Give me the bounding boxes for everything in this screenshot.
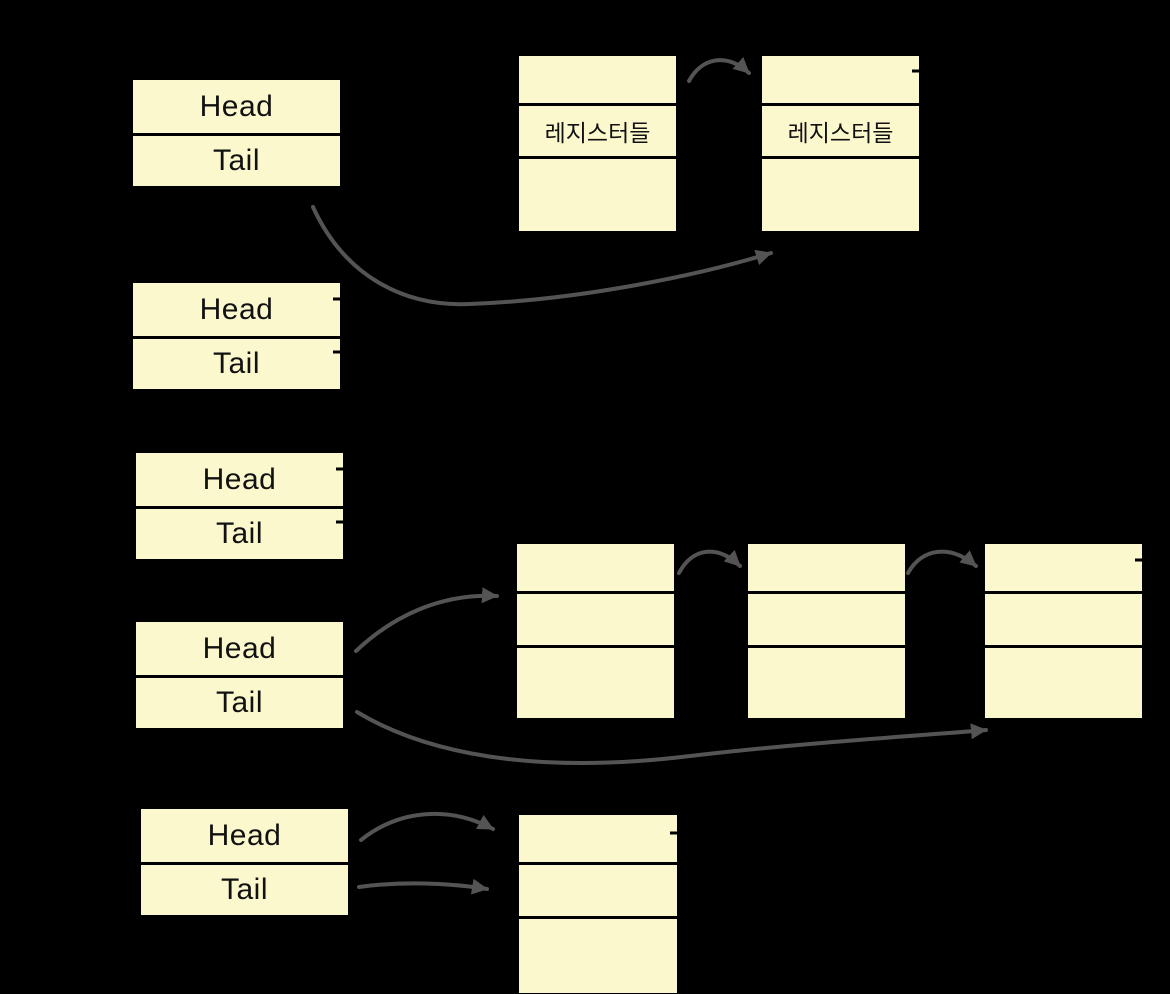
head-tail-box-2: Head Tail bbox=[133, 283, 340, 389]
empty-cell bbox=[519, 156, 676, 231]
list-node-2 bbox=[748, 544, 905, 718]
head-cell: Head bbox=[207, 818, 282, 852]
head-cell: Head bbox=[202, 631, 277, 665]
arrow-register1-to-register2 bbox=[687, 56, 751, 83]
empty-cell bbox=[985, 645, 1142, 718]
head-tail-box-3: Head Tail bbox=[136, 453, 343, 559]
arrow-list4-tail-to-node3 bbox=[355, 710, 988, 765]
tail-cell: Tail bbox=[136, 675, 343, 728]
tail-cell: Tail bbox=[141, 862, 348, 915]
empty-cell bbox=[985, 544, 1142, 591]
empty-cell bbox=[748, 591, 905, 645]
arrow-node2-to-node3 bbox=[906, 549, 978, 575]
empty-cell bbox=[517, 591, 674, 645]
register-node-1: 레지스터들 bbox=[519, 56, 676, 231]
head-tail-box-5: Head Tail bbox=[141, 809, 348, 915]
head-tail-box-4: Head Tail bbox=[136, 622, 343, 728]
registers-cell: 레지스터들 bbox=[519, 103, 676, 156]
arrow-list5-tail-to-node4 bbox=[357, 878, 489, 895]
registers-cell: 레지스터들 bbox=[762, 103, 919, 156]
list-node-3 bbox=[985, 544, 1142, 718]
empty-cell bbox=[517, 645, 674, 718]
head-cell: Head bbox=[199, 89, 274, 123]
empty-cell bbox=[985, 591, 1142, 645]
list-node-4 bbox=[519, 815, 677, 993]
empty-cell bbox=[519, 916, 677, 993]
empty-cell bbox=[519, 815, 677, 862]
register-node-2: 레지스터들 bbox=[762, 56, 919, 231]
arrow-list4-head-to-node1 bbox=[354, 587, 499, 653]
empty-cell bbox=[517, 544, 674, 591]
head-cell: Head bbox=[199, 292, 274, 326]
empty-cell bbox=[748, 544, 905, 591]
empty-cell bbox=[762, 156, 919, 231]
empty-cell bbox=[748, 645, 905, 718]
tail-cell: Tail bbox=[133, 336, 340, 389]
tail-cell: Tail bbox=[136, 506, 343, 559]
list-node-1 bbox=[517, 544, 674, 718]
tail-cell: Tail bbox=[133, 133, 340, 186]
arrow-list5-head-to-node4 bbox=[359, 811, 495, 842]
head-tail-box-1: Head Tail bbox=[133, 80, 340, 186]
empty-cell bbox=[762, 56, 919, 103]
empty-cell bbox=[519, 56, 676, 103]
empty-cell bbox=[519, 862, 677, 916]
arrow-node1-to-node2 bbox=[677, 549, 742, 575]
head-cell: Head bbox=[202, 462, 277, 496]
